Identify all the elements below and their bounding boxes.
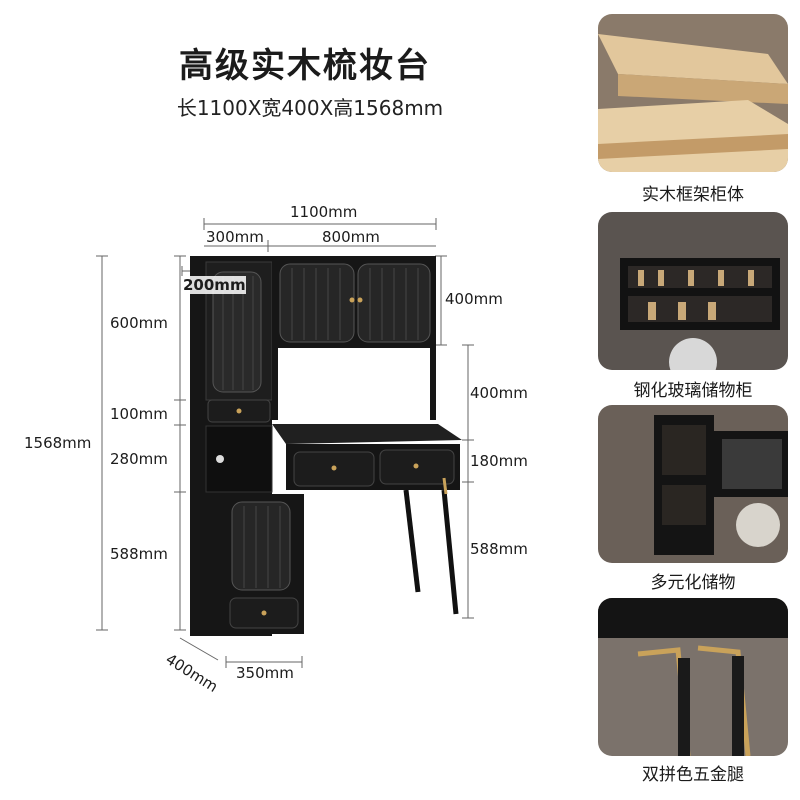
- dim-right-width: 800mm: [322, 228, 380, 246]
- feature-image-legs: [598, 598, 788, 756]
- dim-leg-height: 588mm: [470, 540, 528, 558]
- storage-icon: [598, 405, 788, 563]
- feature-caption: 多元化储物: [650, 573, 736, 593]
- page-title: 高级实木梳妆台: [179, 46, 431, 86]
- glass-cabinet-icon: [598, 212, 788, 370]
- dim-middle-gap-height: 400mm: [470, 384, 528, 402]
- dim-left-width: 300mm: [206, 228, 264, 246]
- dim-total-height: 1568mm: [24, 434, 92, 452]
- feature-caption: 实木框架柜体: [642, 185, 744, 205]
- upper-cabinet: [272, 256, 436, 420]
- dim-desk-drawer-height: 180mm: [470, 452, 528, 470]
- dim-total-width: 1100mm: [290, 203, 358, 221]
- desk: [272, 424, 462, 615]
- feature-caption: 双拼色五金腿: [642, 765, 744, 785]
- feature-image-wood: [598, 14, 788, 172]
- dim-side-gap: 200mm: [183, 276, 246, 294]
- dim-bottom-cabinet-height: 588mm: [110, 545, 168, 563]
- dim-top-cabinet-height: 600mm: [110, 314, 168, 332]
- dim-base-width: 350mm: [236, 664, 294, 682]
- dim-drawer-small-height: 100mm: [110, 405, 168, 423]
- dim-open-shelf-height: 280mm: [110, 450, 168, 468]
- wood-board-icon: [598, 14, 788, 172]
- feature-caption: 钢化玻璃储物柜: [633, 381, 753, 401]
- metal-legs-icon: [598, 598, 788, 756]
- feature-image-glass: [598, 212, 788, 370]
- dim-upper-cabinet-height: 400mm: [445, 290, 503, 308]
- left-cabinet: [190, 256, 304, 636]
- feature-image-storage: [598, 405, 788, 563]
- size-subtitle: 长1100X宽400X高1568mm: [176, 96, 444, 120]
